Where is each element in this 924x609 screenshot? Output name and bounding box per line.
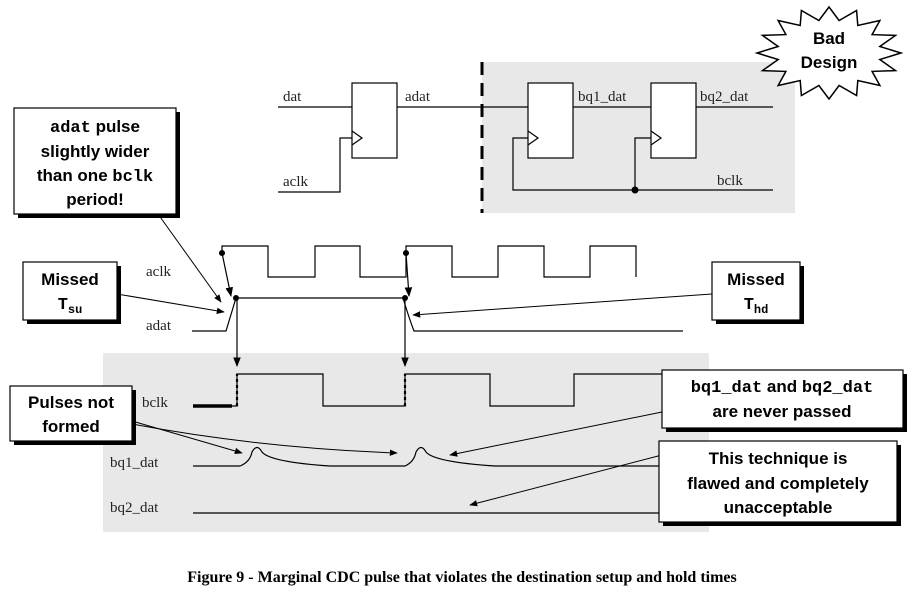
callout1-line2: slightly wider xyxy=(41,142,150,161)
flawed-line1: This technique is xyxy=(709,449,848,468)
bq1-flop xyxy=(527,82,574,159)
callout1-code: adat xyxy=(50,119,91,138)
sch-bclk-label: bclk xyxy=(717,173,743,189)
tm-adat-label: adat xyxy=(146,318,172,334)
timing-diagram: aclk adat bclk bq1_dat bq2_dat xyxy=(103,213,713,532)
figure-caption: Figure 9 - Marginal CDC pulse that viola… xyxy=(187,569,737,586)
schematic: dat adat aclk bq1_dat bq2_dat bclk xyxy=(278,62,795,213)
callout-pulse-wider: adat pulse slightly wider than one bclk … xyxy=(13,107,177,215)
sch-bq2-label: bq2_dat xyxy=(700,89,749,105)
svg-text:Thd: Thd xyxy=(744,296,769,317)
flawed-line2: flawed and completely xyxy=(687,474,869,493)
callout-missed-thd: Missed Thd xyxy=(711,261,801,321)
callout-never-passed: bq1_dat and bq2_dat are never passed xyxy=(661,369,904,429)
callout1-line4: period! xyxy=(66,190,124,209)
svg-text:adat pulse: adat pulse xyxy=(50,117,140,138)
starburst-line2: Design xyxy=(801,53,858,72)
pulses-line2: formed xyxy=(42,417,100,436)
svg-text:than one bclk: than one bclk xyxy=(37,166,153,187)
destination-timing-shade xyxy=(103,353,709,532)
bclk-waveform xyxy=(232,373,662,407)
callout-flawed: This technique is flawed and completely … xyxy=(658,440,898,523)
missed-thd-base: T xyxy=(744,296,754,315)
missed-thd-line1: Missed xyxy=(727,270,785,289)
sch-aclk-label: aclk xyxy=(283,174,308,190)
bad-design-starburst: Bad Design xyxy=(754,5,904,101)
svg-text:bq1_dat and bq2_dat: bq1_dat and bq2_dat xyxy=(691,377,874,398)
tm-bclk-label: bclk xyxy=(142,395,168,411)
aclk-waveform xyxy=(221,245,637,278)
missed-thd-sub: hd xyxy=(754,303,768,317)
callout1-line3-text: than one xyxy=(37,166,113,185)
starburst-line1: Bad xyxy=(813,29,845,48)
svg-text:Tsu: Tsu xyxy=(58,296,83,317)
missed-tsu-line1: Missed xyxy=(41,270,99,289)
callout1-line3-code: bclk xyxy=(112,168,153,187)
sch-dat-label: dat xyxy=(283,89,302,105)
never-passed-code2: bq2_dat xyxy=(802,379,873,398)
callout1-text: pulse xyxy=(91,117,140,136)
callout-missed-tsu: Missed Tsu xyxy=(22,261,118,321)
sch-adat-label: adat xyxy=(405,89,431,105)
adat-waveform xyxy=(192,297,683,332)
pulses-line1: Pulses not xyxy=(28,393,114,412)
tm-bq2-label: bq2_dat xyxy=(110,500,159,516)
never-passed-line2: are never passed xyxy=(713,402,852,421)
callout-pulses-not-formed: Pulses not formed xyxy=(9,385,133,442)
tm-aclk-label: aclk xyxy=(146,264,171,280)
tm-bq1-label: bq1_dat xyxy=(110,455,159,471)
bclk-junction-dot xyxy=(631,186,639,194)
never-passed-and: and xyxy=(762,377,802,396)
missed-tsu-base: T xyxy=(58,296,68,315)
never-passed-code1: bq1_dat xyxy=(691,379,762,398)
sch-bq1-label: bq1_dat xyxy=(578,89,627,105)
flawed-line3: unacceptable xyxy=(724,498,833,517)
missed-tsu-sub: su xyxy=(68,303,82,317)
source-flop xyxy=(351,82,398,159)
bq1-waveform xyxy=(193,446,683,467)
bq2-flop xyxy=(650,82,697,159)
